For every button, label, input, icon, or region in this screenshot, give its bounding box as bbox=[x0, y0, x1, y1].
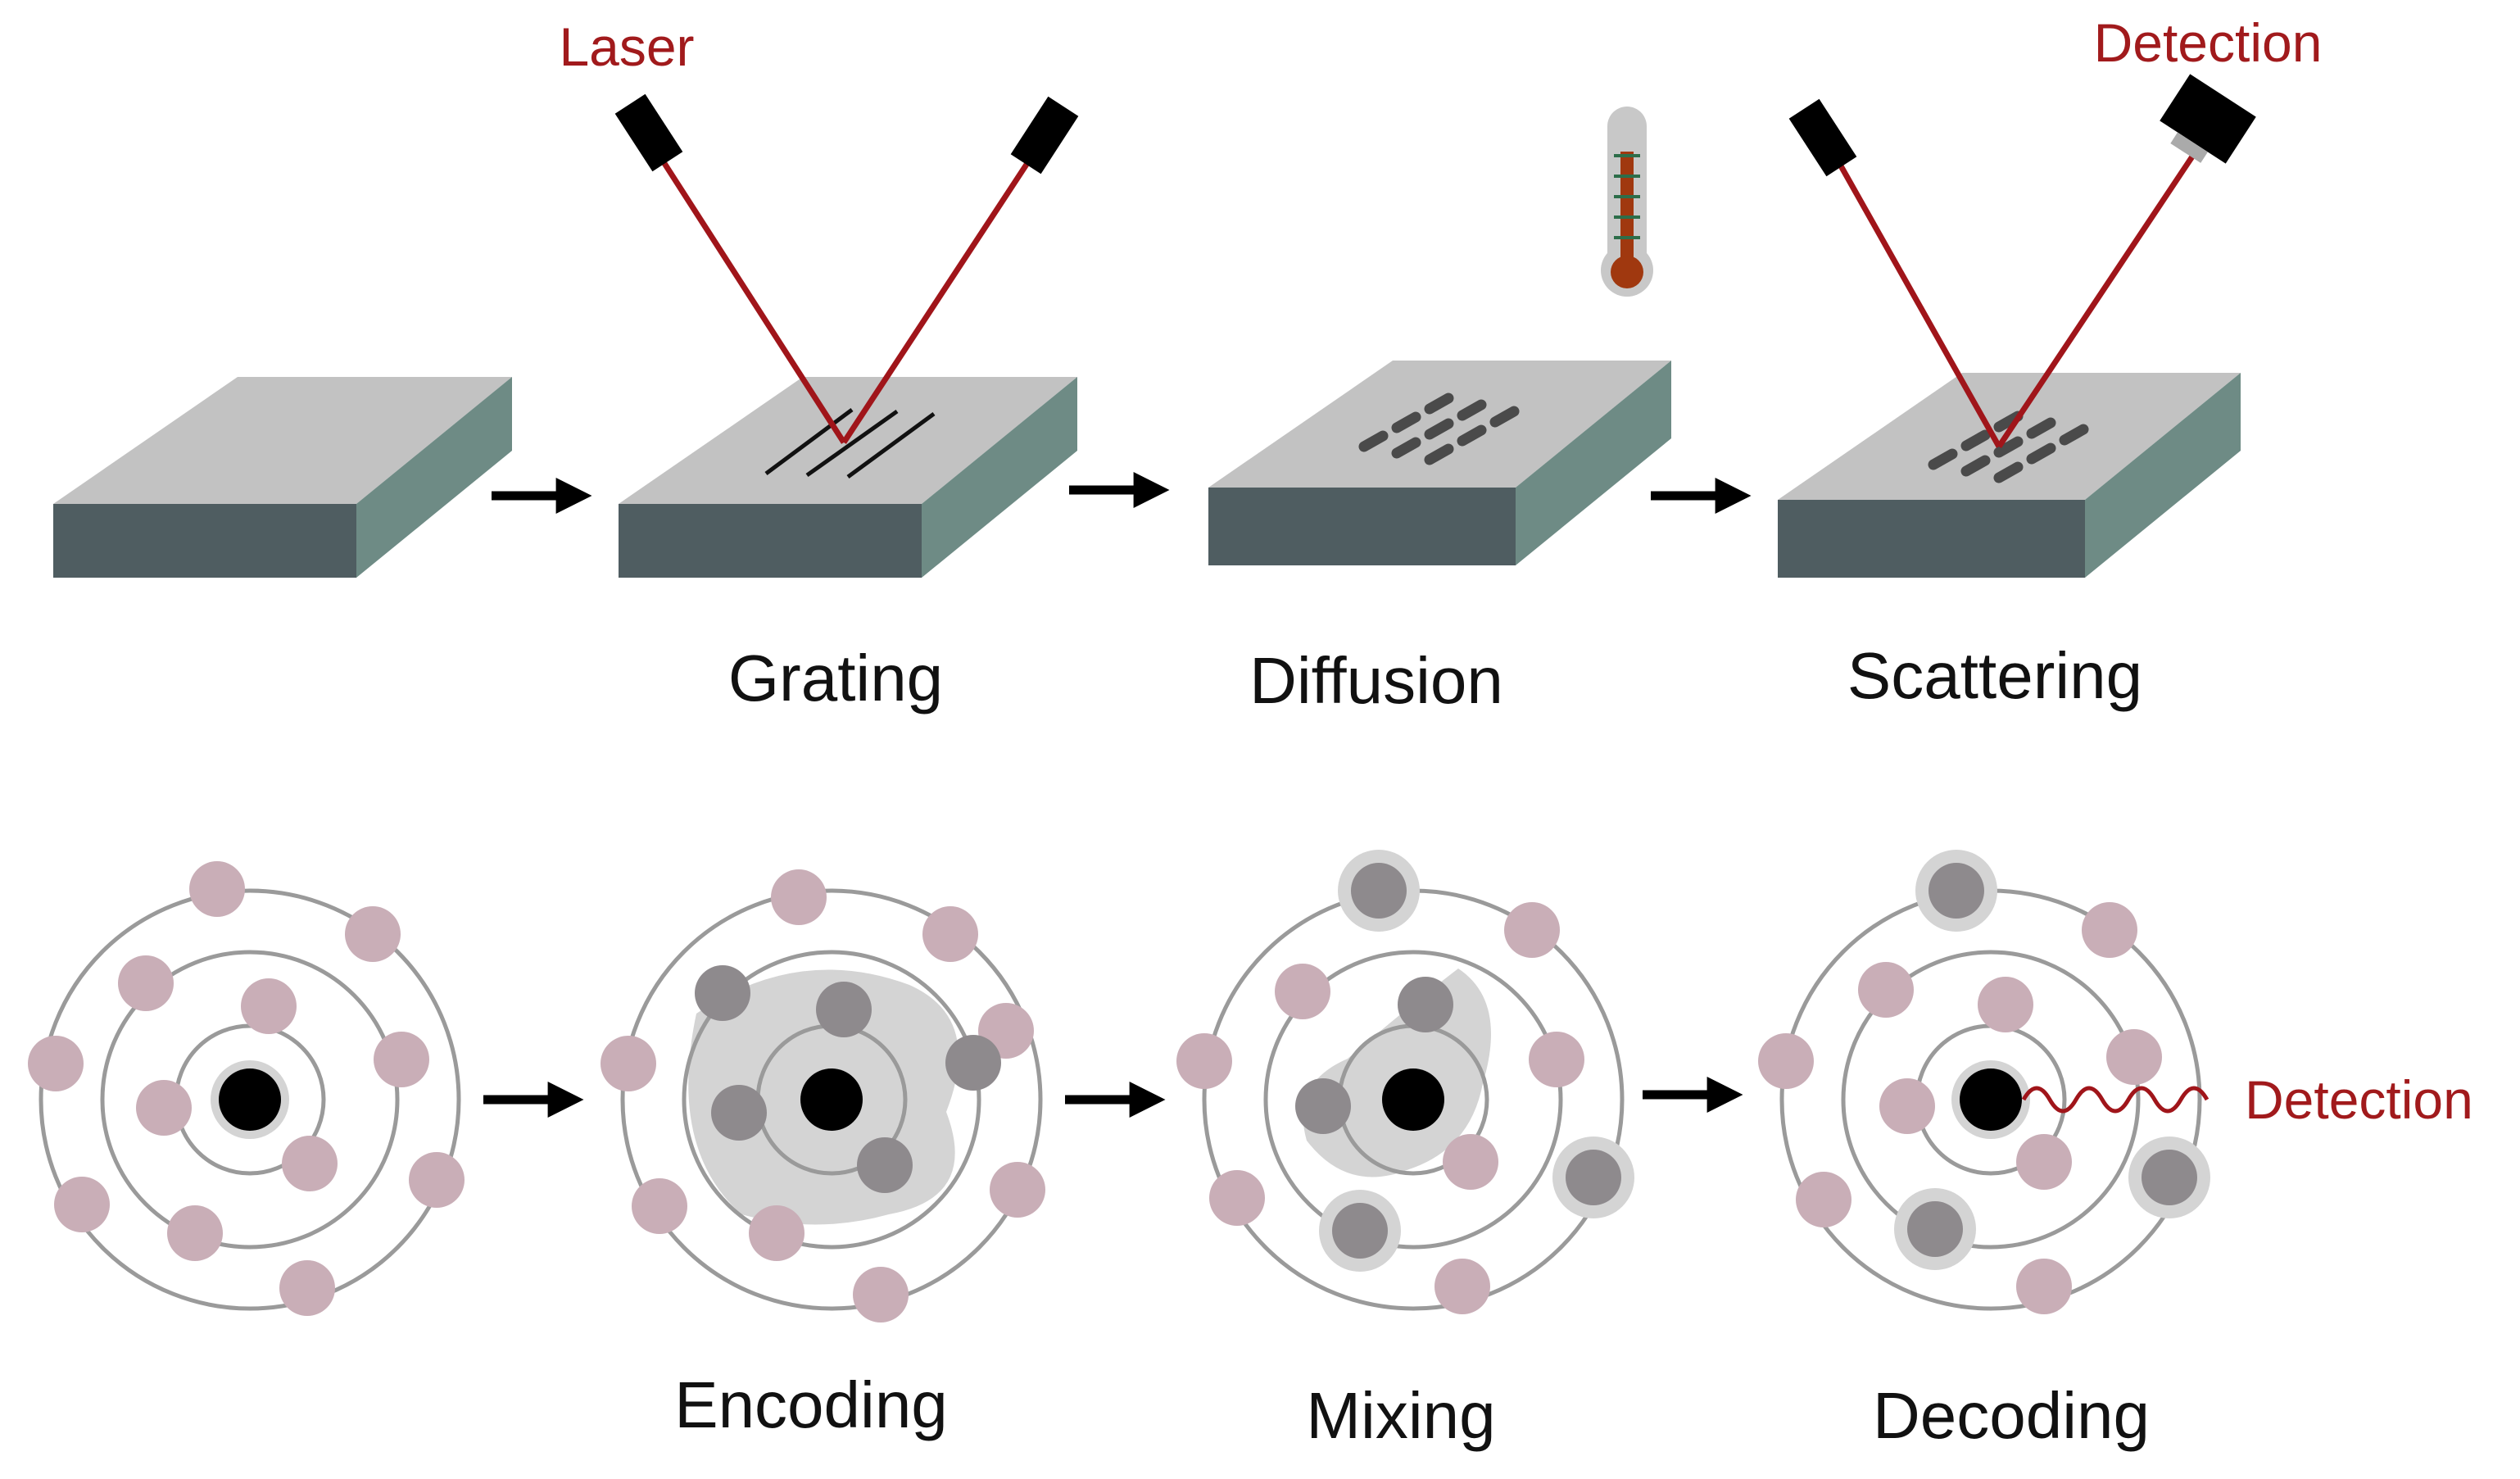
electron-ground bbox=[990, 1162, 1045, 1218]
electron-excited bbox=[2142, 1150, 2197, 1205]
electron-ground bbox=[1443, 1134, 1498, 1190]
electron-ground bbox=[1529, 1032, 1584, 1087]
electron-ground bbox=[2016, 1134, 2072, 1190]
nucleus bbox=[1382, 1068, 1444, 1131]
electron-excited bbox=[1351, 863, 1407, 919]
electron-ground bbox=[374, 1032, 429, 1087]
electron-ground bbox=[749, 1205, 804, 1261]
electron-ground bbox=[409, 1152, 465, 1208]
electron-ground bbox=[1879, 1078, 1935, 1134]
electron-ground bbox=[1796, 1172, 1851, 1227]
electron-ground bbox=[54, 1177, 110, 1232]
laser-source-3 bbox=[1788, 98, 1857, 177]
electron-excited bbox=[711, 1085, 767, 1141]
detection-wave bbox=[2021, 1086, 2210, 1114]
electron-ground bbox=[1275, 964, 1330, 1019]
electron-excited bbox=[945, 1035, 1001, 1091]
electron-excited bbox=[1332, 1203, 1388, 1259]
orbit-ring bbox=[682, 950, 981, 1250]
orbit-ring bbox=[39, 888, 461, 1311]
electron-ground bbox=[853, 1267, 909, 1322]
step-label-diffusion: Diffusion bbox=[1249, 644, 1503, 717]
detector bbox=[2160, 74, 2256, 164]
orbit-ring bbox=[1841, 950, 2141, 1250]
nucleus bbox=[1960, 1068, 2022, 1131]
detection-label-top: Detection bbox=[2094, 12, 2323, 73]
orbit-ring bbox=[1263, 950, 1563, 1250]
laser-source-2 bbox=[1010, 96, 1079, 175]
atoms-group bbox=[28, 850, 2210, 1322]
electron-ground bbox=[1176, 1033, 1232, 1089]
electron-excited bbox=[857, 1137, 913, 1193]
laser-source bbox=[614, 93, 683, 172]
laser-label: Laser bbox=[559, 16, 694, 77]
detection-label-bottom: Detection bbox=[2245, 1069, 2473, 1130]
electron-ground bbox=[771, 869, 827, 925]
electron-ground bbox=[2106, 1029, 2162, 1085]
laser-scattering bbox=[1788, 74, 2256, 448]
slab-scattering bbox=[1778, 373, 2241, 578]
electron-excited bbox=[1566, 1150, 1621, 1205]
electron-ground bbox=[279, 1260, 335, 1316]
electron-ground bbox=[2016, 1259, 2072, 1314]
electron-ground bbox=[282, 1136, 338, 1191]
electron-excited bbox=[1907, 1201, 1963, 1257]
nucleus bbox=[219, 1068, 281, 1131]
electron-ground bbox=[345, 906, 401, 962]
electron-excited bbox=[1295, 1078, 1351, 1134]
electron-ground bbox=[28, 1036, 84, 1091]
electron-ground bbox=[922, 906, 978, 962]
step-label-decoding: Decoding bbox=[1873, 1379, 2150, 1452]
bottom-arrows bbox=[483, 1077, 1743, 1118]
electron-ground bbox=[1504, 902, 1560, 958]
electron-excited bbox=[695, 965, 750, 1021]
electron-ground bbox=[1978, 977, 2033, 1032]
laser-grating bbox=[614, 93, 1079, 444]
electron-excited bbox=[816, 982, 872, 1037]
step-label-scattering: Scattering bbox=[1847, 639, 2142, 712]
electron-ground bbox=[241, 978, 297, 1034]
diffused-grating-marks bbox=[1358, 392, 1520, 465]
nucleus bbox=[800, 1068, 863, 1131]
electron-ground bbox=[1758, 1033, 1814, 1089]
electron-ground bbox=[118, 955, 174, 1011]
slab-diffusion bbox=[1208, 361, 1671, 565]
slab-grating bbox=[619, 377, 1077, 578]
electron-ground bbox=[189, 861, 245, 917]
electron-ground bbox=[136, 1080, 192, 1136]
electron-ground bbox=[2082, 902, 2137, 958]
electron-ground bbox=[1434, 1259, 1490, 1314]
electron-excited bbox=[1398, 977, 1453, 1032]
electron-ground bbox=[601, 1036, 656, 1091]
grating-lines bbox=[764, 407, 936, 479]
electron-ground bbox=[1858, 962, 1914, 1018]
thermometer-icon bbox=[1601, 107, 1653, 297]
electron-ground bbox=[1209, 1170, 1265, 1226]
electron-excited bbox=[1929, 863, 1984, 919]
top-arrows bbox=[492, 472, 1752, 514]
orbit-ring bbox=[100, 950, 400, 1250]
electron-ground bbox=[167, 1205, 223, 1261]
step-label-mixing: Mixing bbox=[1306, 1379, 1495, 1452]
orbit-ring bbox=[620, 888, 1043, 1311]
slab-plain bbox=[53, 377, 512, 578]
step-label-encoding: Encoding bbox=[674, 1368, 948, 1441]
step-label-grating: Grating bbox=[728, 642, 943, 715]
electron-ground bbox=[632, 1178, 687, 1234]
